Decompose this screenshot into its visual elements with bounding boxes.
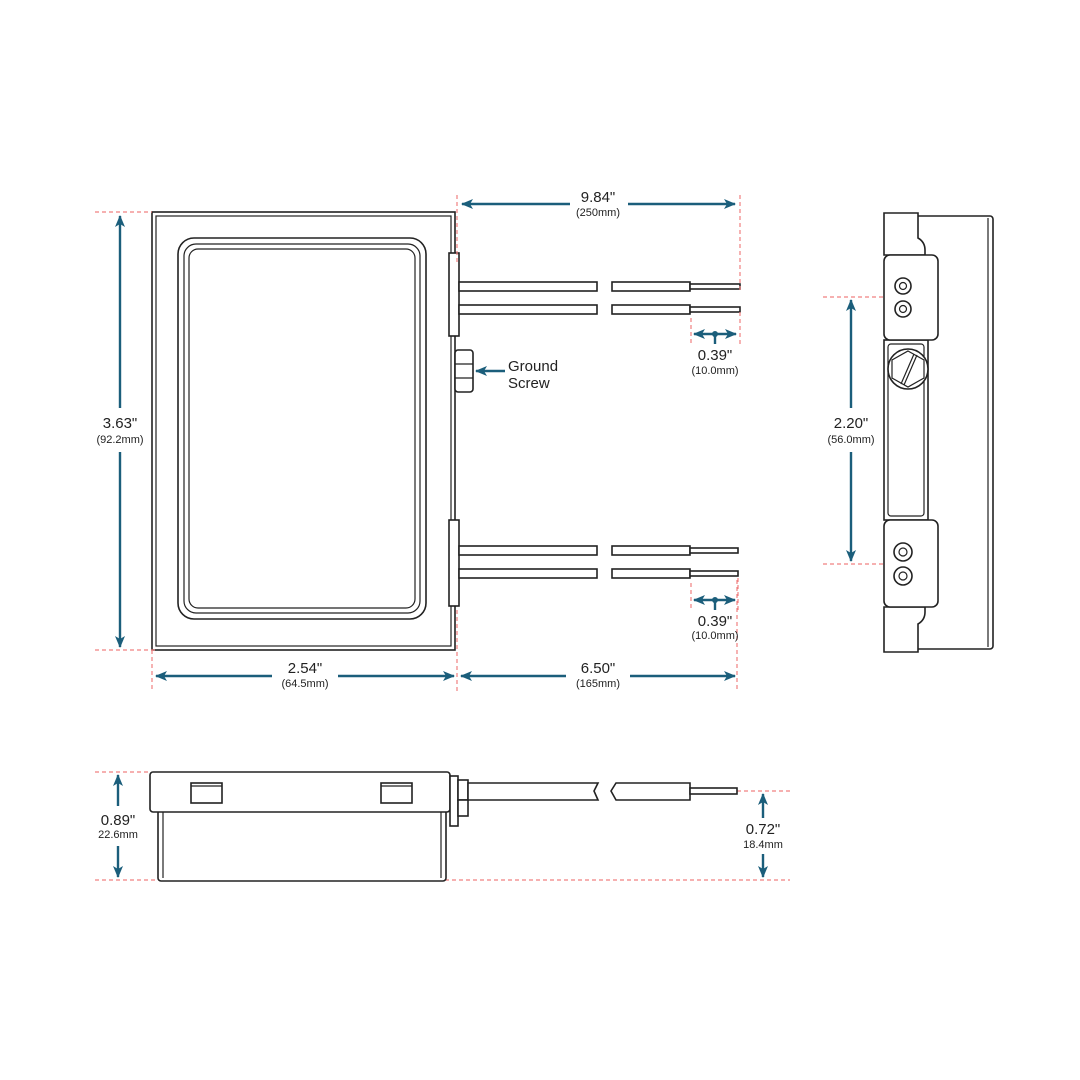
face-panel	[177, 237, 427, 620]
total-length-mm: (250mm)	[576, 207, 620, 219]
clip-left	[190, 782, 223, 804]
lead-length-mm: (165mm)	[576, 678, 620, 690]
ground-screw-side-icon	[887, 348, 929, 390]
width-mm: (64.5mm)	[281, 678, 328, 690]
height-inches: 3.63"	[103, 415, 138, 432]
ground-screw-icon	[454, 349, 474, 393]
height-mm: (92.2mm)	[96, 434, 143, 446]
width-inches: 2.54"	[288, 660, 323, 677]
dimension-arrows	[113, 199, 856, 878]
mount-spacing-inches: 2.20"	[834, 415, 869, 432]
strip-top-inches: 0.39"	[698, 347, 733, 364]
wire-leads-bottom	[458, 545, 739, 579]
strip-top-mm: (10.0mm)	[691, 365, 738, 377]
clip-right	[380, 782, 413, 804]
lead-height-inches: 0.72"	[746, 821, 781, 838]
side-view	[883, 212, 994, 653]
ground-screw-label: Ground	[508, 358, 558, 375]
depth-mm: 22.6mm	[98, 829, 138, 841]
strip-bottom-mm: (10.0mm)	[691, 630, 738, 642]
total-length-inches: 9.84"	[581, 189, 616, 206]
depth-inches: 0.89"	[101, 812, 136, 829]
front-view	[151, 211, 741, 651]
strip-bottom-inches: 0.39"	[698, 613, 733, 630]
bracket-bottom	[448, 519, 460, 607]
lead-height-mm: 18.4mm	[743, 839, 783, 851]
wire-leads-top	[458, 281, 741, 315]
bracket-top	[448, 252, 460, 337]
mount-bracket-bottom	[883, 519, 939, 608]
lead-length-inches: 6.50"	[581, 660, 616, 677]
ground-screw-label-2: Screw	[508, 375, 550, 392]
bottom-view	[149, 771, 738, 882]
mount-spacing-mm: (56.0mm)	[827, 434, 874, 446]
mount-bracket-top	[883, 254, 939, 341]
